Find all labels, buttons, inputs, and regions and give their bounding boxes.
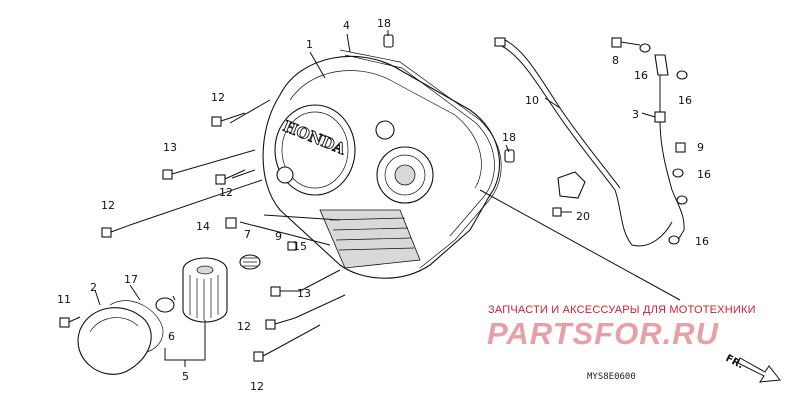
callout-20: 20 — [576, 210, 590, 223]
callout-16: 16 — [695, 235, 709, 248]
callout-11: 11 — [57, 293, 71, 306]
callout-12: 12 — [101, 199, 115, 212]
callout-18: 18 — [377, 17, 391, 30]
dowel-pin — [383, 34, 515, 163]
breather-tube — [499, 44, 673, 247]
callout-6: 6 — [168, 330, 175, 343]
callout-5: 5 — [182, 370, 189, 383]
fr-label: FR. — [724, 353, 746, 371]
callout-9: 9 — [697, 141, 704, 154]
switch-bracket — [557, 171, 586, 199]
callout-10: 10 — [525, 94, 539, 107]
callout-9: 9 — [275, 230, 282, 243]
callout-12: 12 — [219, 186, 233, 199]
clamp-bolt — [611, 37, 622, 48]
callout-1: 1 — [306, 38, 313, 51]
watermark-brand: PARTSFOR.RU — [487, 316, 720, 351]
callout-17: 17 — [124, 273, 138, 286]
flange-bolt — [59, 112, 300, 362]
o-ring — [155, 297, 175, 313]
diagram-code: MYS8E0600 — [587, 372, 636, 382]
callout-7: 7 — [244, 228, 251, 241]
callout-16: 16 — [634, 69, 648, 82]
callout-18: 18 — [502, 131, 516, 144]
watermark-caption: ЗАПЧАСТИ И АКСЕССУАРЫ ДЛЯ МОТОТЕХНИКИ — [488, 304, 756, 316]
callout-12: 12 — [250, 380, 264, 393]
callout-16: 16 — [697, 168, 711, 181]
callout-8: 8 — [612, 54, 619, 67]
sensor-cable — [659, 70, 685, 241]
front-direction-arrow: FR. — [724, 353, 781, 383]
callout-2: 2 — [90, 281, 97, 294]
callout-3: 3 — [632, 108, 639, 121]
leader-lines — [94, 30, 681, 367]
callout-4: 4 — [343, 19, 350, 32]
bracket-bolt — [552, 207, 562, 217]
callout-15: 15 — [293, 240, 307, 253]
crankcase-cover — [262, 55, 501, 279]
tube-end-connector — [494, 37, 506, 47]
callout-14: 14 — [196, 220, 210, 233]
callout-12: 12 — [211, 91, 225, 104]
callout-16: 16 — [678, 94, 692, 107]
callout-13: 13 — [297, 287, 311, 300]
oil-filter — [182, 257, 228, 323]
callout-12: 12 — [237, 320, 251, 333]
callout-13: 13 — [163, 141, 177, 154]
cover-gasket — [339, 49, 502, 269]
